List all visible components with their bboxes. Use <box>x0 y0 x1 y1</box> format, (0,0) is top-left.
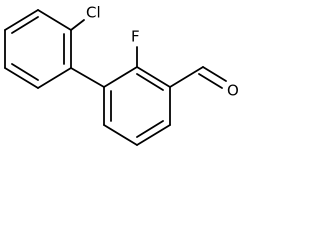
bond <box>103 66 138 88</box>
oxygen-label: O <box>227 82 239 100</box>
bond <box>37 9 72 31</box>
aldehyde-bond <box>169 66 204 88</box>
bond <box>136 124 171 146</box>
double-bond-inner <box>11 16 39 34</box>
chemical-structure-diagram: Cl F O <box>4 4 239 146</box>
fluorine-label: F <box>131 28 140 46</box>
chlorine-label: Cl <box>86 4 101 22</box>
bond <box>37 67 72 89</box>
bond <box>4 9 39 31</box>
double-bond-inner <box>136 120 164 138</box>
chlorophenyl-ring <box>4 9 72 89</box>
bond <box>136 66 171 88</box>
fluorobenzaldehyde-ring <box>103 66 171 146</box>
carbonyl-double-bond <box>202 66 227 82</box>
double-bond-inner <box>11 63 39 81</box>
bond <box>103 124 138 146</box>
biaryl-bond <box>70 67 105 88</box>
chlorine-bond <box>70 19 85 31</box>
double-bond-inner <box>136 73 164 91</box>
carbonyl-double-bond <box>198 73 223 89</box>
bond <box>4 67 39 89</box>
